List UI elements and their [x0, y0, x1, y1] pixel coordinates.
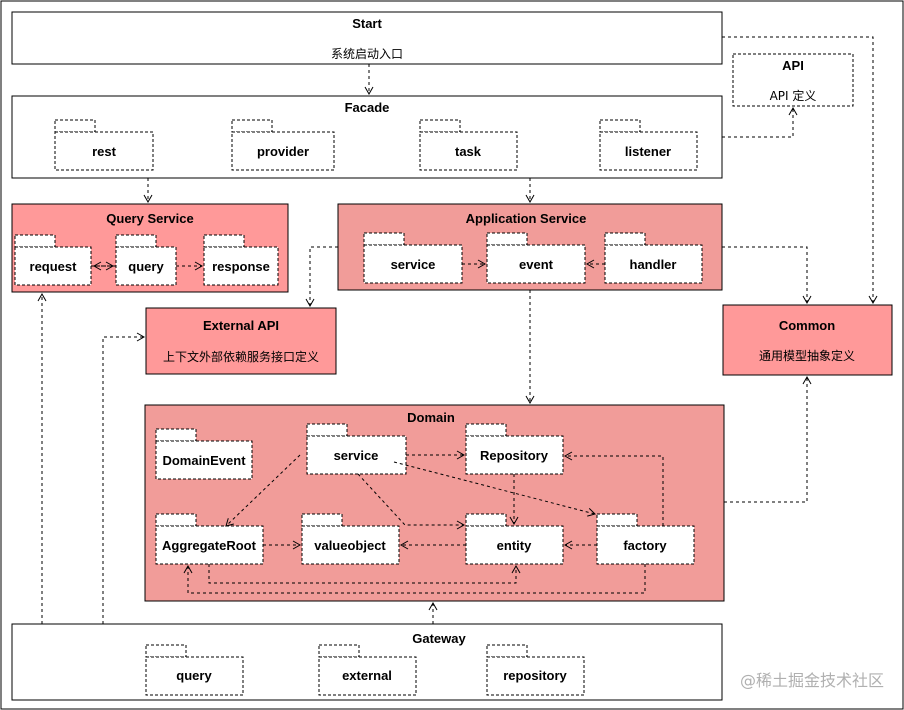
domain-title: Domain	[407, 410, 455, 425]
query-service-title: Query Service	[106, 211, 193, 226]
arrow-start-common	[722, 36, 878, 305]
package-label: task	[455, 144, 482, 159]
connectors	[37, 36, 878, 624]
arrow-service-factory	[393, 461, 596, 517]
package-entity: entity	[465, 513, 564, 565]
external-api-title: External API	[203, 318, 279, 333]
package-label: query	[176, 668, 212, 683]
package-label: external	[342, 668, 392, 683]
arrow-domain-common	[724, 375, 812, 503]
package-label: listener	[625, 144, 671, 159]
arrow-service-aggregateroot	[225, 454, 301, 527]
facade-title: Facade	[345, 100, 390, 115]
gateway-layer: Gateway query external repository	[11, 623, 723, 701]
package-repository: Repository	[465, 423, 564, 475]
package-request: request	[14, 234, 92, 286]
package-label: entity	[497, 538, 532, 553]
external-api-subtitle: 上下文外部依赖服务接口定义	[163, 349, 319, 364]
domain-layer: Domain DomainEvent service Repository Ag…	[144, 404, 725, 602]
start-title: Start	[352, 16, 382, 31]
package-label: valueobject	[314, 538, 386, 553]
arrow-facade-api	[722, 106, 798, 138]
package-aggregateroot: AggregateRoot	[155, 513, 264, 565]
arrow-gateway-external-api	[102, 332, 146, 624]
package-service: service	[363, 232, 463, 284]
package-label: DomainEvent	[162, 453, 246, 468]
facade-layer: Facade rest provider task listener	[11, 95, 723, 179]
common-title: Common	[779, 318, 835, 333]
package-label: service	[334, 448, 379, 463]
api-title: API	[782, 58, 804, 73]
package-gateway-query: query	[145, 644, 244, 696]
api-block: API API 定义	[732, 53, 854, 107]
package-domain-service: service	[306, 423, 407, 475]
package-gateway-external: external	[318, 644, 417, 696]
application-service-title: Application Service	[466, 211, 587, 226]
gateway-title: Gateway	[412, 631, 466, 646]
arrow-application-common	[722, 246, 812, 305]
package-label: provider	[257, 144, 309, 159]
package-label: Repository	[480, 448, 549, 463]
common-block: Common 通用模型抽象定义	[722, 304, 893, 376]
external-api-block: External API 上下文外部依赖服务接口定义	[145, 307, 337, 375]
package-handler: handler	[604, 232, 703, 284]
package-task: task	[419, 119, 518, 171]
package-label: AggregateRoot	[162, 538, 257, 553]
application-service-layer: Application Service service event handle…	[337, 203, 723, 291]
arrow-service-entity	[357, 473, 466, 530]
start-block: Start 系统启动入口	[11, 11, 723, 65]
package-label: event	[519, 257, 554, 272]
package-label: rest	[92, 144, 117, 159]
package-label: service	[391, 257, 436, 272]
watermark: @稀土掘金技术社区	[740, 671, 884, 690]
package-label: request	[30, 259, 78, 274]
common-subtitle: 通用模型抽象定义	[759, 348, 855, 363]
package-query: query	[115, 234, 177, 286]
package-listener: listener	[599, 119, 698, 171]
package-label: factory	[623, 538, 667, 553]
arrow-factory-aggregateroot	[183, 564, 646, 594]
package-provider: provider	[231, 119, 335, 171]
package-label: repository	[503, 668, 567, 683]
package-valueobject: valueobject	[301, 513, 400, 565]
package-domainevent: DomainEvent	[155, 428, 253, 480]
package-label: response	[212, 259, 270, 274]
api-subtitle: API 定义	[770, 88, 817, 103]
package-factory: factory	[596, 513, 695, 565]
start-subtitle: 系统启动入口	[331, 47, 403, 61]
arrow-application-external-api	[305, 246, 338, 308]
package-rest: rest	[54, 119, 154, 171]
package-response: response	[203, 234, 279, 286]
query-service-layer: Query Service request query response	[11, 203, 289, 293]
package-label: handler	[630, 257, 677, 272]
package-label: query	[128, 259, 164, 274]
package-gateway-repository: repository	[486, 644, 585, 696]
package-event: event	[486, 232, 586, 284]
